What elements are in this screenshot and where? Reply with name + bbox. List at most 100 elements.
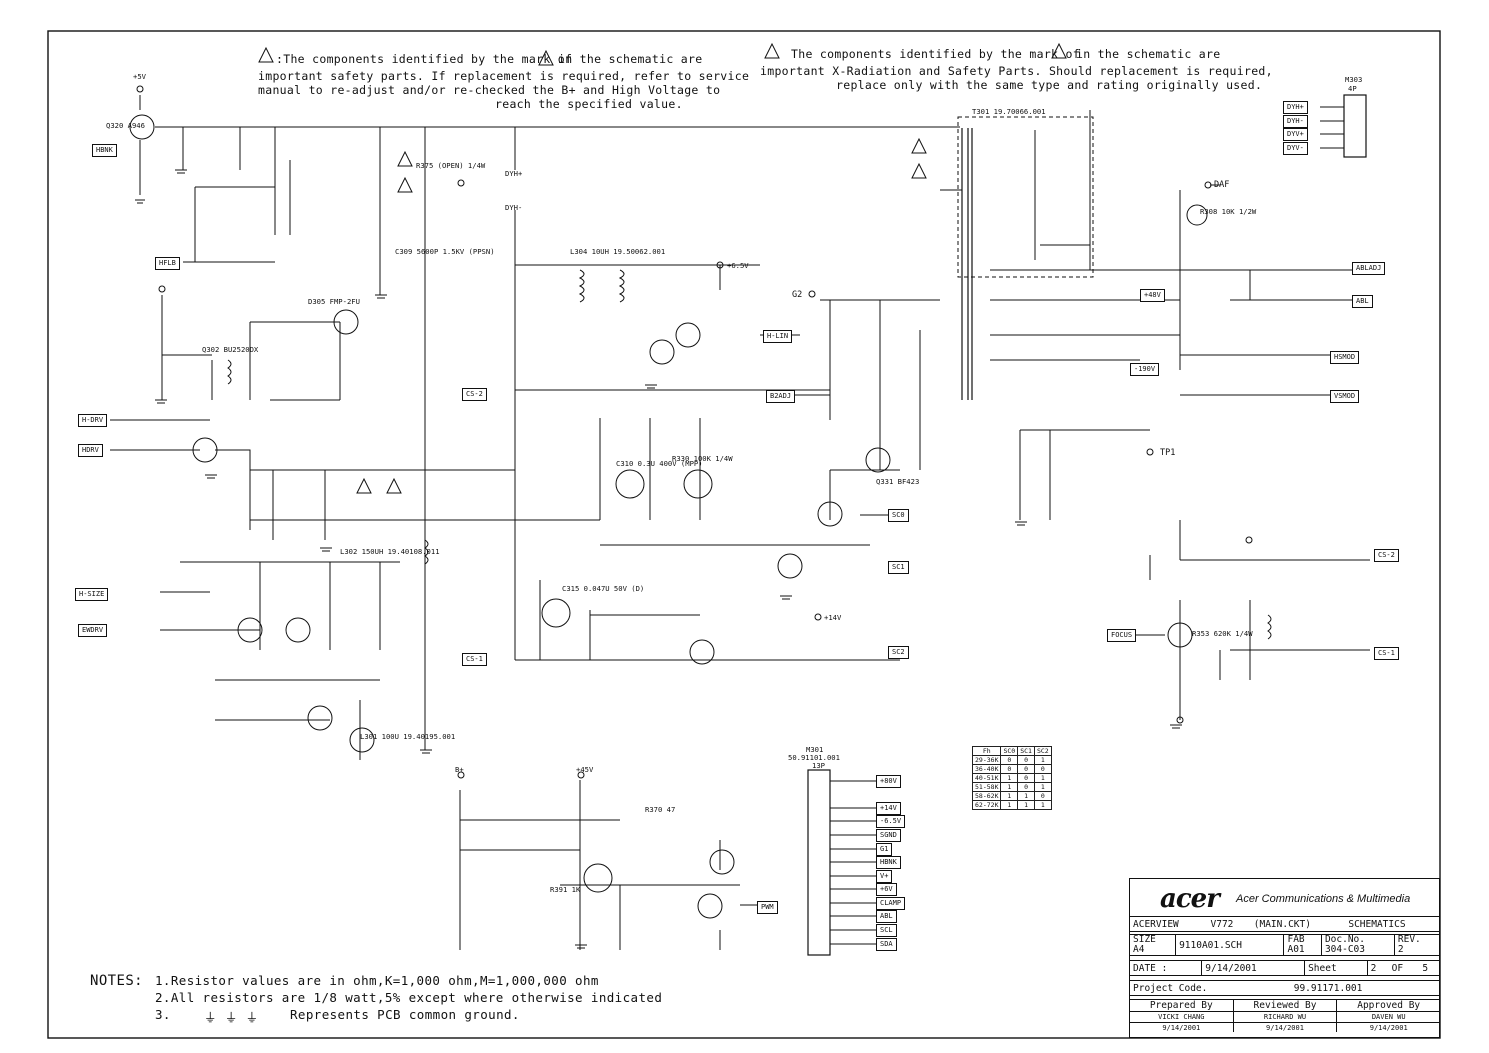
label-q307: R330 100K 1/4W [672, 454, 733, 463]
title-block [1129, 878, 1440, 1038]
net-5v: +5V [133, 72, 146, 81]
date-label: DATE : [1130, 960, 1203, 976]
label-l302: L302 150UH 19.40108.011 [340, 547, 440, 556]
size-label: SIZE [1133, 934, 1156, 945]
net-cs2-left: CS-2 [462, 388, 487, 401]
file-name: 9110A01.SCH [1175, 934, 1285, 956]
net-tp1: TP1 [1160, 448, 1176, 458]
prepared-by: VICKI CHANG [1130, 1011, 1234, 1023]
label-d305: C309 5600P 1.5KV (PPSN) [395, 247, 495, 256]
of-label: OF [1388, 960, 1420, 976]
q325-symbol [583, 863, 613, 893]
rev-value: 2 [1397, 944, 1404, 955]
fh-cell: 36-40K [971, 764, 1002, 774]
net-6v5: +6.5V [727, 261, 749, 270]
m301-pin-12: SCL [876, 924, 897, 937]
net-pwm: PWM [757, 901, 778, 914]
notes-item-2: 2.All resistors are 1/8 watt,5% except w… [155, 990, 663, 1005]
ground-symbols-note: ⏚ ⏚ ⏚ [204, 1010, 259, 1025]
net-cs1-left: CS-1 [462, 653, 487, 666]
q307-symbol [683, 469, 713, 499]
net-hdrv: HDRV [78, 444, 103, 457]
m301-pin-1: +80V [876, 775, 901, 788]
fh-cell: 40-51K [971, 773, 1002, 783]
m301-pin-9: +6V [876, 883, 897, 896]
q304-symbol [777, 553, 803, 579]
rev-label: REV. [1397, 934, 1421, 945]
size-value: A4 [1133, 944, 1145, 955]
q311-symbol [709, 849, 735, 875]
safety-note-left-3: important safety parts. If replacement i… [258, 69, 750, 83]
fh-cell: 0 [1017, 755, 1035, 765]
q301-symbol [192, 437, 218, 463]
terminal-circles [136, 85, 1253, 779]
safety-note-right-4: replace only with the same type and rati… [836, 78, 1263, 92]
q318-symbol [349, 727, 375, 753]
fab-label: FAB [1287, 934, 1305, 945]
m303-pin-dyh-plus: DYH+ [1283, 101, 1308, 114]
q309-symbol [541, 598, 571, 628]
title-row-model: ACERVIEW V772 (MAIN.CKT) SCHEMATICS [1130, 916, 1440, 932]
fh-cell: 1 [1017, 791, 1035, 801]
fh-cell: 0 [1017, 773, 1035, 783]
net-abl: ABL [1352, 295, 1373, 308]
acer-logo: acer [1160, 884, 1220, 914]
m301-pin-3: +14V [876, 802, 901, 815]
notes-item-4: Represents PCB common ground. [290, 1007, 520, 1022]
approved-label: Approved By [1336, 999, 1440, 1012]
label-l304: L304 10UH 19.50062.001 [570, 247, 666, 256]
company-name: Acer Communications & Multimedia [1236, 893, 1411, 905]
approved-by: DAVEN WU [1336, 1011, 1440, 1023]
m301-pin-8: V+ [876, 870, 893, 883]
label-t301: T301 19.70066.001 [972, 107, 1046, 116]
fh-cell: 1 [1000, 791, 1019, 801]
title-row-signoff: Prepared By Reviewed By Approved By VICK… [1130, 999, 1440, 1032]
m301-pins-label: 13P [812, 761, 825, 770]
net-h-size: H-SIZE [75, 588, 109, 601]
l304-coil [578, 269, 585, 303]
net-sc1: SC1 [888, 561, 909, 574]
fh-cell: 1 [1000, 782, 1019, 792]
net-190v: -190V [1130, 363, 1160, 376]
reviewed-date: 9/14/2001 [1232, 1022, 1338, 1032]
fh-cell: 51-58K [971, 782, 1002, 792]
net-cs2-right: CS-2 [1374, 549, 1399, 562]
net-h-lin: H-LIN [763, 330, 793, 343]
fh-header: SC2 [1033, 746, 1052, 756]
label-q325: R391 1K [550, 885, 581, 894]
fh-cell: 29-36K [971, 755, 1002, 765]
sheet-name: (MAIN.CKT) [1250, 916, 1346, 932]
notes-item-1: 1.Resistor values are in ohm,K=1,000 ohm… [155, 973, 599, 988]
net-g2: G2 [792, 290, 803, 300]
label-q320: Q320 A946 [106, 121, 145, 130]
net-ewdrv: EWDRV [78, 624, 108, 637]
fh-cell: 1 [1033, 800, 1052, 810]
reviewed-by: RICHARD WU [1232, 1011, 1338, 1023]
label-q308: C310 0.3U 400V (MPP) [616, 459, 703, 468]
fh-header: SC1 [1017, 746, 1035, 756]
sheet-value: 2 [1366, 960, 1389, 976]
label-t302: Q302 BU2520DX [202, 345, 259, 354]
approved-date: 9/14/2001 [1336, 1022, 1440, 1032]
rev-cell: REV.2 [1393, 934, 1440, 956]
safety-note-right-2: in the schematic are [1076, 47, 1221, 61]
net-daf: DAF [1214, 180, 1230, 190]
safety-note-left-1: :The components identified by the mark o… [276, 52, 573, 66]
label-sg301: R308 10K 1/2W [1200, 207, 1257, 216]
q315-symbol [307, 705, 333, 731]
fh-header: Fh [971, 746, 1002, 756]
m301-pin-7: HBNK [876, 856, 901, 869]
label-q302: D305 FMP-2FU [308, 297, 360, 306]
fh-cell: 0 [1033, 791, 1052, 801]
project-code: 99.91171.001 [1290, 980, 1440, 996]
fh-cell: 0 [1000, 764, 1019, 774]
m301-pin-5: SGND [876, 829, 901, 842]
net-45v: +45V [576, 765, 594, 774]
net-bplus: B+ [455, 765, 464, 774]
q317-symbol [237, 617, 263, 643]
model-no: V772 [1207, 916, 1251, 932]
net-14v: +14V [824, 613, 842, 622]
fh-cell: 1 [1000, 773, 1019, 783]
